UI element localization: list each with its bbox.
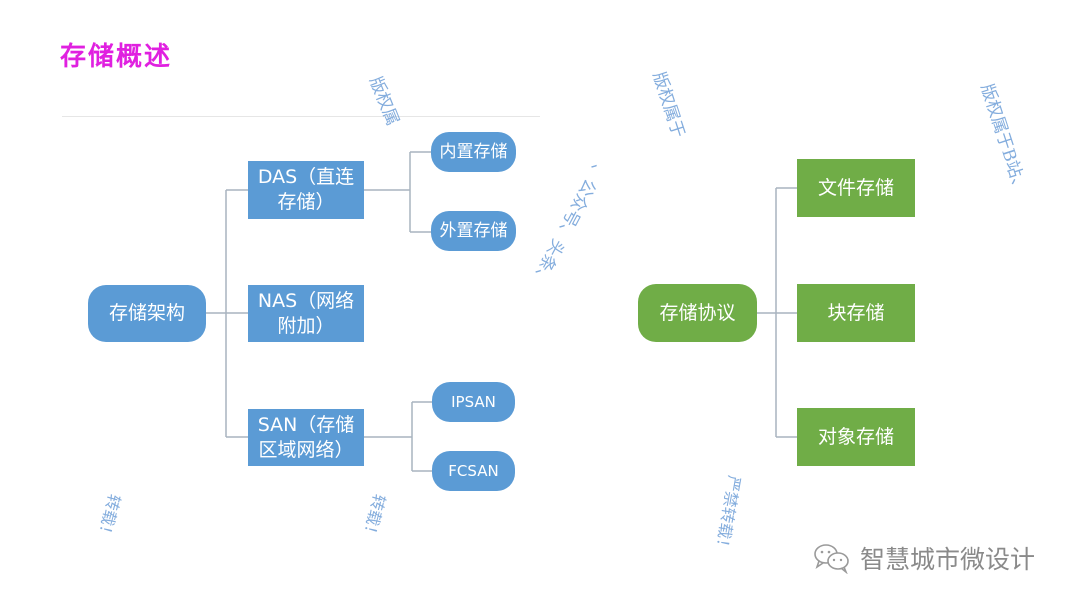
node-label: SAN（存储 (257, 413, 355, 436)
title-divider (62, 116, 540, 117)
node-label: 存储） (277, 191, 335, 213)
node-label: 对象存储 (817, 425, 894, 448)
node-label: IPSAN (451, 392, 496, 411)
wechat-icon (814, 544, 849, 574)
node-fcsan: FCSAN (432, 451, 515, 491)
node-block-storage: 块存储 (797, 284, 915, 342)
node-label: FCSAN (448, 461, 499, 480)
node-label: 存储架构 (108, 302, 185, 324)
node-ipsan: IPSAN (432, 382, 515, 422)
node-label: NAS（网络 (257, 289, 355, 312)
node-san: SAN（存储 区域网络） (248, 409, 364, 466)
node-label: 外置存储 (439, 220, 508, 241)
node-storage-protocol: 存储协议 (638, 284, 757, 342)
node-storage-architecture: 存储架构 (88, 285, 206, 342)
node-das: DAS（直连 存储） (248, 161, 364, 219)
page-title: 存储概述 (60, 42, 173, 72)
node-external-storage: 外置存储 (431, 211, 516, 251)
footer-brand: 智慧城市微设计 (812, 540, 1035, 576)
node-label: DAS（直连 (257, 166, 355, 188)
node-object-storage: 对象存储 (797, 408, 915, 466)
node-label: 附加） (277, 314, 335, 337)
node-label: 区域网络） (258, 438, 354, 461)
node-label: 块存储 (827, 301, 885, 324)
node-label: 文件存储 (817, 176, 894, 199)
node-nas: NAS（网络 附加） (248, 285, 364, 342)
node-label: 内置存储 (439, 141, 508, 162)
node-file-storage: 文件存储 (797, 159, 915, 217)
node-label: 存储协议 (659, 301, 736, 324)
brand-name: 智慧城市微设计 (860, 545, 1036, 574)
node-internal-storage: 内置存储 (431, 132, 516, 172)
